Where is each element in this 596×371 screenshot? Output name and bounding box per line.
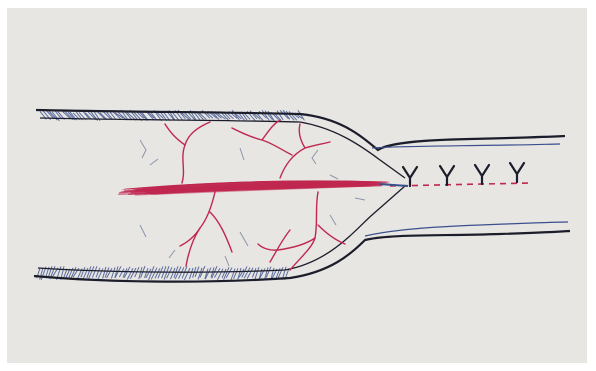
y-shaped-marker-icon xyxy=(510,163,524,182)
central-red-strand xyxy=(118,181,389,195)
hatch-stroke xyxy=(52,112,59,121)
hatch-stroke xyxy=(107,268,112,278)
red-branching-vessels xyxy=(165,120,345,270)
hatch-stroke xyxy=(231,269,235,280)
marker-group xyxy=(403,163,524,186)
hatch-stroke xyxy=(151,268,157,280)
upper-wall-outline xyxy=(36,110,565,150)
hatch-stroke xyxy=(149,266,154,280)
hatch-stroke xyxy=(238,268,241,279)
lumen-stroma-marks xyxy=(140,140,365,266)
upper-wall-inner-line xyxy=(40,118,405,178)
y-shaped-marker-icon xyxy=(440,166,454,185)
narrow-tube-blue-line xyxy=(380,184,408,186)
sketch-canvas xyxy=(7,8,587,363)
hatch-stroke xyxy=(244,268,250,279)
paper-background xyxy=(7,8,587,363)
y-shaped-marker-icon xyxy=(403,167,417,186)
y-shaped-marker-icon xyxy=(475,165,489,184)
